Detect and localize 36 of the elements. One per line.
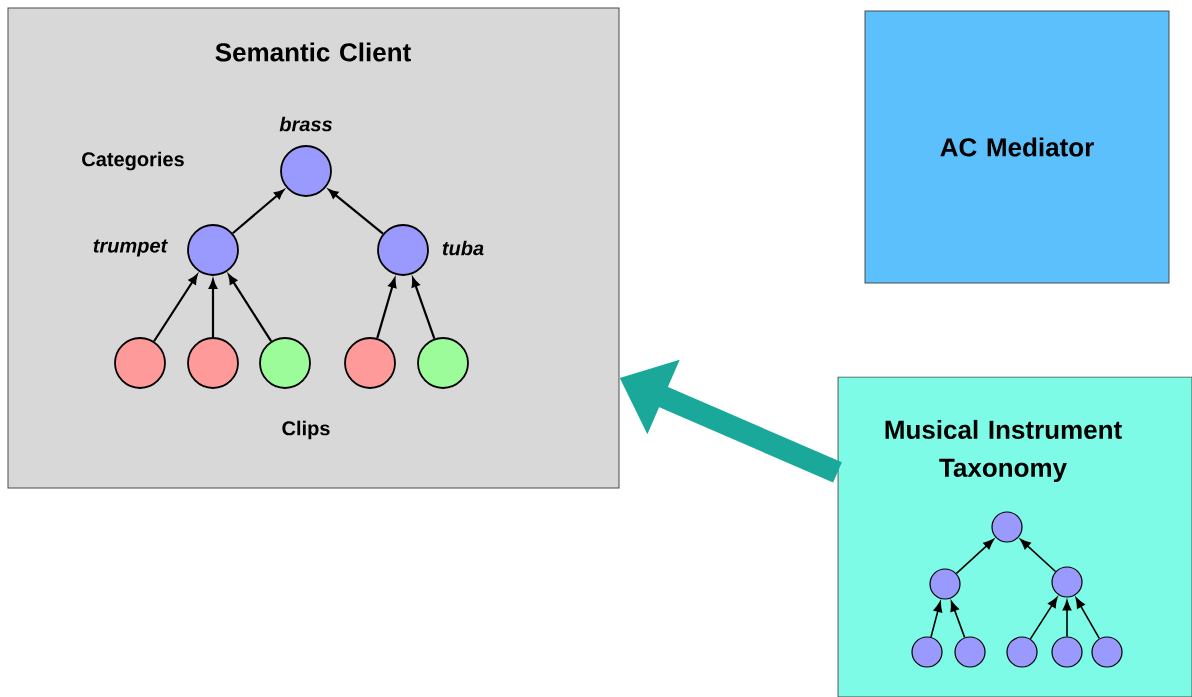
node-label: trumpet xyxy=(93,239,168,257)
process-box: AC Mediator xyxy=(864,10,1170,284)
circle-node xyxy=(259,337,311,389)
circle-node xyxy=(911,636,943,668)
arrow xyxy=(328,189,384,235)
circle-node xyxy=(187,337,239,389)
text-label: Categories xyxy=(82,151,184,171)
circle-node xyxy=(344,337,396,389)
circle-node xyxy=(187,224,239,276)
arrow xyxy=(1020,538,1057,573)
arrow xyxy=(232,189,284,235)
circle-node xyxy=(377,224,429,276)
arrow xyxy=(228,274,272,342)
arrow xyxy=(1029,597,1058,640)
arrow xyxy=(153,274,198,342)
arrow xyxy=(950,600,966,639)
circle-node xyxy=(1091,636,1123,668)
arrow xyxy=(1062,600,1072,638)
circle-node xyxy=(1051,636,1083,668)
node-label: tuba xyxy=(442,240,484,256)
node-label: brass xyxy=(279,116,332,132)
circle-node xyxy=(1051,566,1083,598)
arrow xyxy=(411,277,436,339)
arrow xyxy=(208,279,218,338)
panel-box: Musical Instrument Taxonomy xyxy=(837,376,1192,697)
circle-node xyxy=(114,337,166,389)
circle-node xyxy=(954,636,986,668)
arrow xyxy=(1075,597,1101,640)
arrow xyxy=(955,538,994,575)
arrow xyxy=(930,601,943,638)
circle-node xyxy=(991,511,1023,543)
circle-node xyxy=(280,145,332,197)
circle-node xyxy=(929,568,961,600)
text-label: Clips xyxy=(282,420,330,440)
circle-node xyxy=(417,337,469,389)
circle-node xyxy=(1006,636,1038,668)
